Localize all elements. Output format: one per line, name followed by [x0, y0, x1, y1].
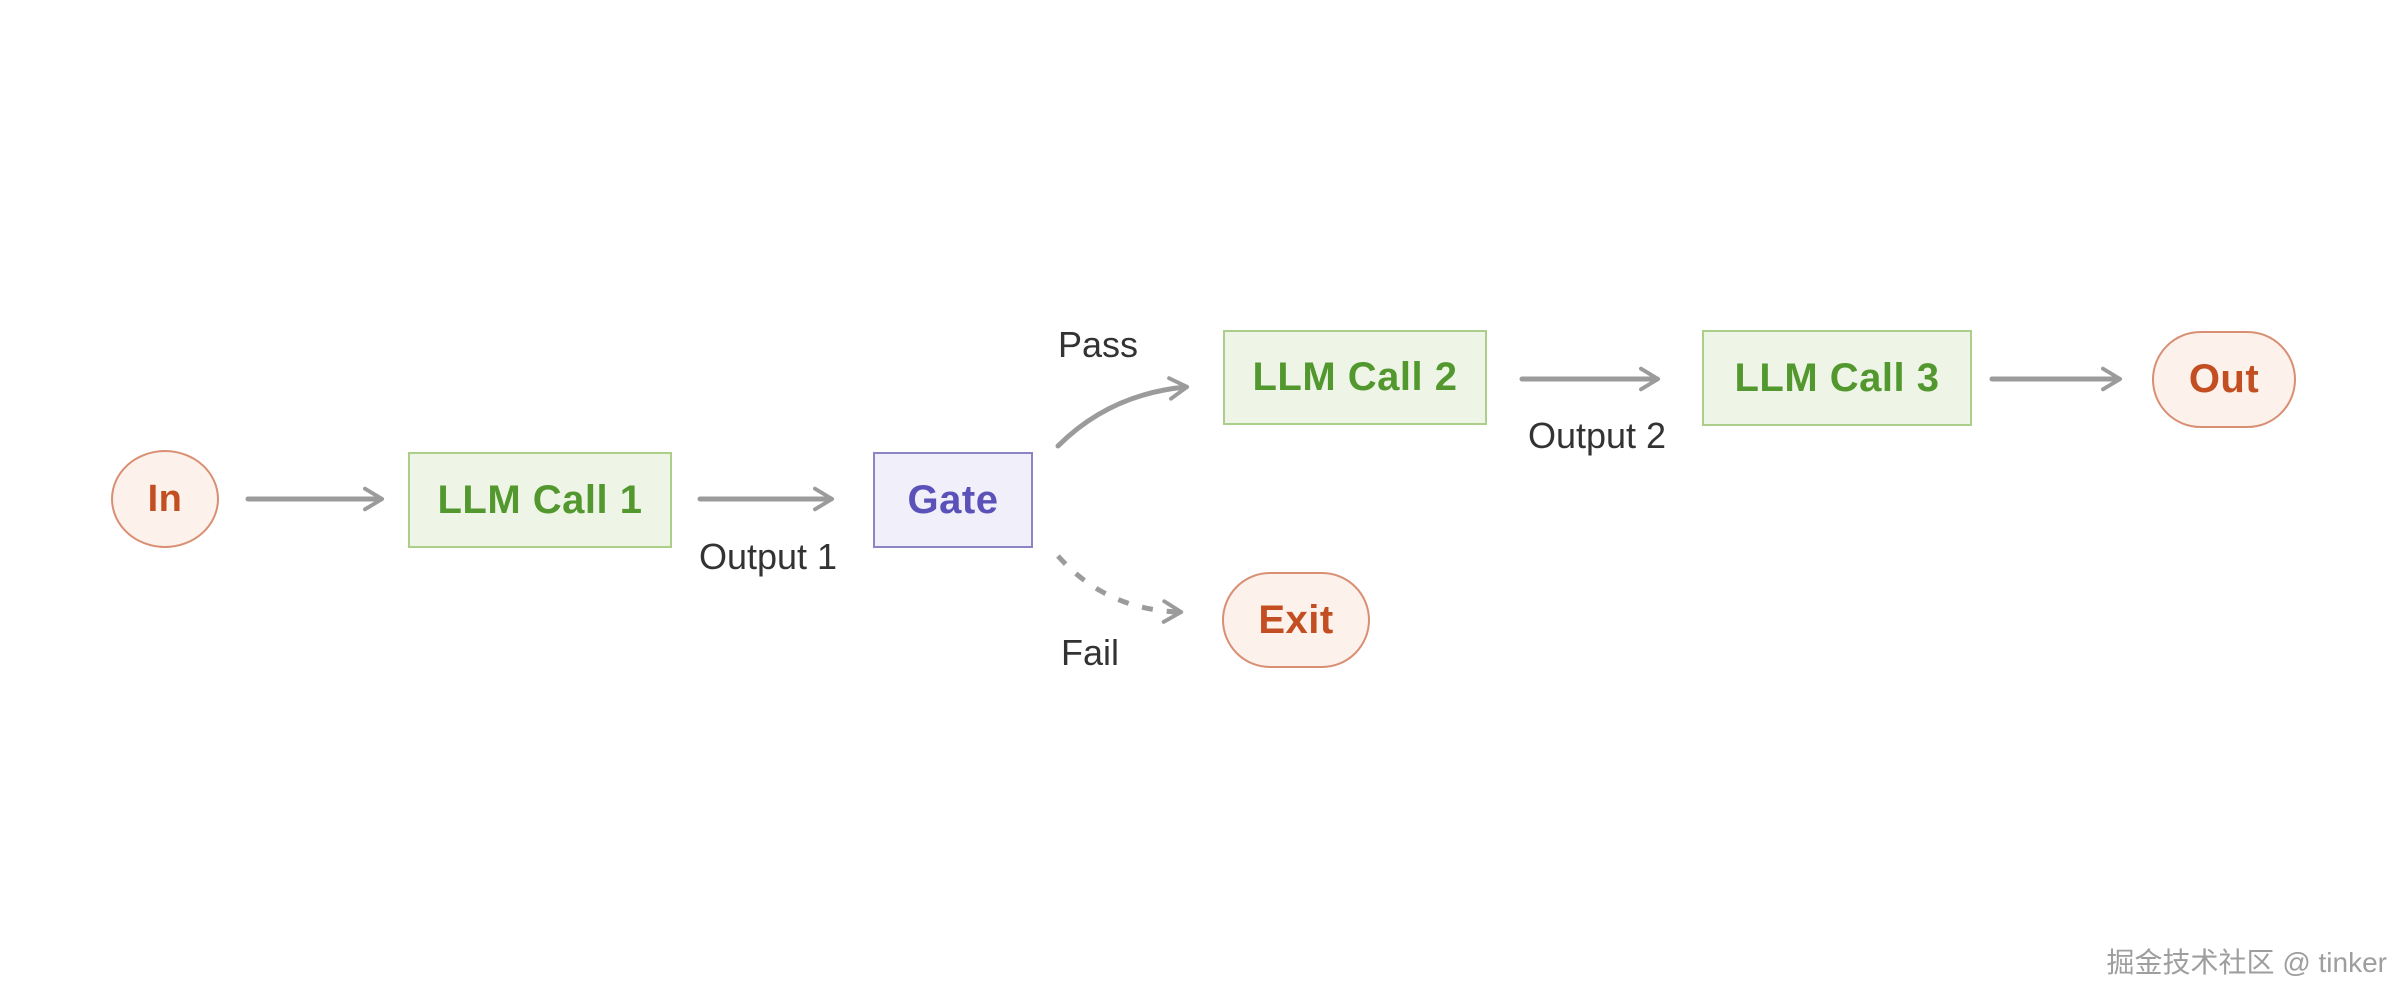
node-out: Out [2152, 331, 2296, 428]
edge-label-output-2: Output 2 [1527, 415, 1667, 456]
node-llm-call-2: LLM Call 2 [1223, 330, 1487, 425]
edge-label-output-1: Output 1 [698, 536, 838, 577]
arrow-gate-to-llm2-pass [1055, 376, 1190, 449]
arrow-gate-to-exit-fail [1056, 554, 1184, 624]
node-gate: Gate [873, 452, 1033, 548]
node-in: In [111, 450, 219, 548]
watermark-text: 掘金技术社区 @ tinker [2106, 947, 2387, 978]
node-llm-call-3: LLM Call 3 [1702, 330, 1972, 426]
edge-label-pass: Pass [1057, 324, 1139, 365]
edge-label-fail: Fail [1060, 632, 1120, 673]
node-llm-call-1: LLM Call 1 [408, 452, 672, 548]
node-exit: Exit [1222, 572, 1370, 668]
